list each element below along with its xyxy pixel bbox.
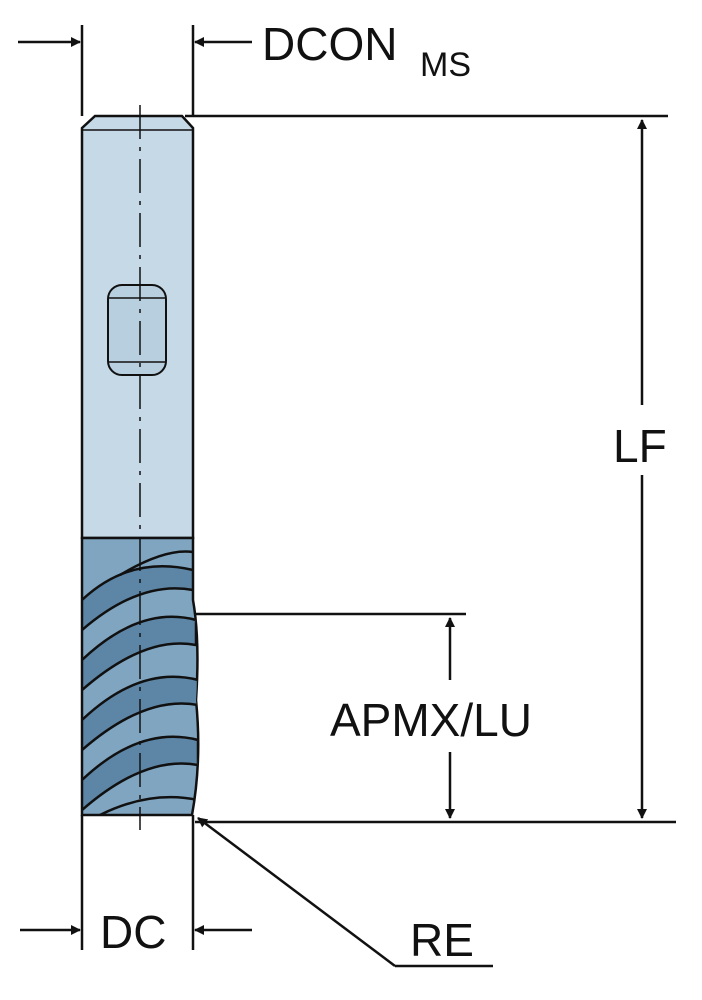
tool-shank (80, 114, 195, 540)
dc-dimension (20, 815, 252, 950)
re-label: RE (410, 914, 474, 966)
lf-dimension (185, 114, 676, 824)
apmx-lu-label: APMX/LU (330, 694, 532, 746)
dcon-label: DCON (262, 18, 397, 70)
apmx-dimension (196, 612, 466, 819)
dcon-subscript: MS (420, 46, 471, 84)
lf-label: LF (613, 420, 667, 472)
dc-label: DC (100, 906, 166, 958)
re-leader (197, 817, 493, 968)
dcon-dimension (18, 25, 252, 116)
shank-flat (107, 284, 167, 376)
